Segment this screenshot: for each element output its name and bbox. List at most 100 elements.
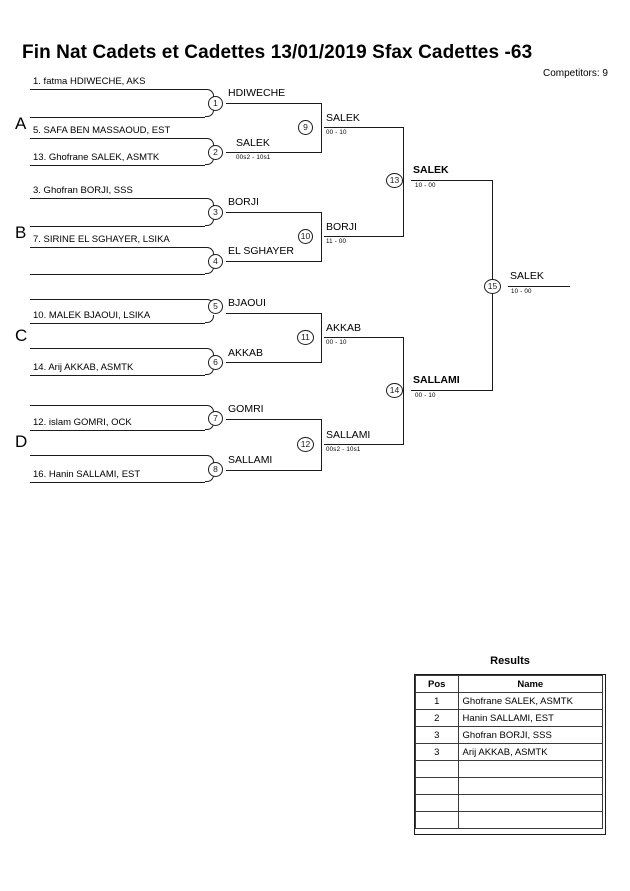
entrant-label: 12. islam GOMRI, OCK (33, 417, 132, 428)
bracket-join (321, 103, 322, 152)
match-node-6[interactable]: 6 (208, 355, 223, 370)
entrant-line (30, 138, 205, 139)
result-name (457, 811, 604, 829)
match-score-12: 00s2 - 10s1 (326, 446, 361, 453)
result-name: Ghofrane SALEK, ASMTK (457, 692, 604, 710)
match-winner-10: BORJI (326, 221, 357, 233)
match-winner-13: SALEK (413, 164, 449, 176)
result-pos (415, 777, 459, 795)
match-node-7[interactable]: 7 (208, 411, 223, 426)
match-node-2[interactable]: 2 (208, 145, 223, 160)
entrant-line (30, 323, 205, 324)
entrant-line (30, 430, 205, 431)
pool-letter-c: C (15, 326, 28, 345)
match-node-13[interactable]: 13 (386, 173, 403, 188)
match-winner-14: SALLAMI (413, 374, 460, 386)
bracket-elbow (205, 348, 214, 356)
entrant-line-bye (30, 455, 205, 456)
entrant-line-bye (30, 299, 205, 300)
match-winner-6: AKKAB (228, 347, 264, 359)
entrant-line-bye (30, 348, 205, 349)
entrant-label: 16. Hanin SALLAMI, EST (33, 469, 141, 480)
advance-line (226, 212, 322, 213)
bracket-join (403, 127, 404, 236)
match-node-1[interactable]: 1 (208, 96, 223, 111)
advance-line (411, 180, 493, 181)
entrant-line (30, 482, 205, 483)
match-node-5[interactable]: 5 (208, 299, 223, 314)
entrant-line (30, 198, 205, 199)
entrant-line (30, 89, 205, 90)
result-name: Ghofran BORJI, SSS (457, 726, 604, 744)
match-node-4[interactable]: 4 (208, 254, 223, 269)
results-table: Pos Name 1 Ghofrane SALEK, ASMTK 2 Hanin… (415, 675, 604, 829)
match-winner-11: AKKAB (326, 322, 362, 334)
entrant-label: 14. Arij AKKAB, ASMTK (33, 362, 134, 373)
competitors-count: Competitors: 9 (542, 68, 608, 79)
result-pos (415, 811, 459, 829)
entrant-line-bye (30, 405, 205, 406)
advance-line (226, 313, 322, 314)
match-winner-7: GOMRI (228, 403, 264, 415)
match-node-12[interactable]: 12 (297, 437, 314, 452)
match-winner-5: BJAOUI (228, 297, 266, 309)
match-score-13: 10 - 00 (415, 182, 436, 189)
result-name: Hanin SALLAMI, EST (457, 709, 604, 727)
match-winner-15: SALEK (510, 270, 544, 282)
entrant-label: 5. SAFA BEN MASSAOUD, EST (33, 125, 171, 136)
results-table-frame: Pos Name 1 Ghofrane SALEK, ASMTK 2 Hanin… (414, 674, 606, 835)
page-title: Fin Nat Cadets et Cadettes 13/01/2019 Sf… (22, 42, 533, 63)
pool-letter-d: D (15, 432, 28, 451)
advance-line (226, 152, 322, 153)
column-header-name: Name (457, 675, 604, 693)
advance-line (226, 103, 322, 104)
match-score-15: 10 - 00 (511, 288, 532, 295)
match-score-10: 11 - 00 (326, 238, 347, 245)
table-row: 3 Ghofran BORJI, SSS (415, 726, 604, 744)
results-title: Results (490, 655, 530, 667)
table-row (415, 811, 604, 829)
match-winner-4: EL SGHAYER (228, 245, 294, 257)
entrant-label: 10. MALEK BJAOUI, LSIKA (33, 310, 151, 321)
advance-line (226, 362, 322, 363)
champion-line (508, 286, 570, 287)
result-pos: 3 (415, 743, 459, 761)
pool-letter-b: B (15, 223, 27, 242)
match-winner-9: SALEK (326, 112, 360, 124)
match-score-2: 00s2 - 10s1 (236, 154, 271, 161)
match-winner-1: HDIWECHE (228, 87, 286, 99)
entrant-label: 13. Ghofrane SALEK, ASMTK (33, 152, 160, 163)
match-node-9[interactable]: 9 (298, 120, 313, 135)
bracket-join (403, 337, 404, 444)
match-winner-2: SALEK (236, 137, 270, 149)
result-name (457, 760, 604, 778)
entrant-line (30, 375, 205, 376)
entrant-label: 1. fatma HDIWECHE, AKS (33, 76, 146, 87)
table-row (415, 777, 604, 795)
advance-line (324, 444, 404, 445)
bracket-elbow (205, 315, 214, 323)
bracket-join (321, 212, 322, 261)
entrant-line (30, 165, 205, 166)
match-node-11[interactable]: 11 (297, 330, 314, 345)
match-node-8[interactable]: 8 (208, 462, 223, 477)
match-node-14[interactable]: 14 (386, 383, 403, 398)
result-pos (415, 760, 459, 778)
match-score-11: 00 - 10 (326, 339, 347, 346)
match-node-10[interactable]: 10 (298, 229, 313, 244)
result-pos (415, 794, 459, 812)
result-pos: 1 (415, 692, 459, 710)
advance-line (226, 470, 322, 471)
entrant-line-bye (30, 226, 205, 227)
entrant-label: 7. SIRINE EL SGHAYER, LSIKA (33, 234, 170, 245)
advance-line (324, 127, 404, 128)
advance-line (324, 337, 404, 338)
match-winner-3: BORJI (228, 196, 259, 208)
match-node-15[interactable]: 15 (484, 279, 501, 294)
table-row: 3 Arij AKKAB, ASMTK (415, 743, 604, 761)
entrant-line (30, 247, 205, 248)
match-node-3[interactable]: 3 (208, 205, 223, 220)
advance-line (411, 390, 493, 391)
table-row: 2 Hanin SALLAMI, EST (415, 709, 604, 727)
bracket-elbow (205, 455, 214, 463)
